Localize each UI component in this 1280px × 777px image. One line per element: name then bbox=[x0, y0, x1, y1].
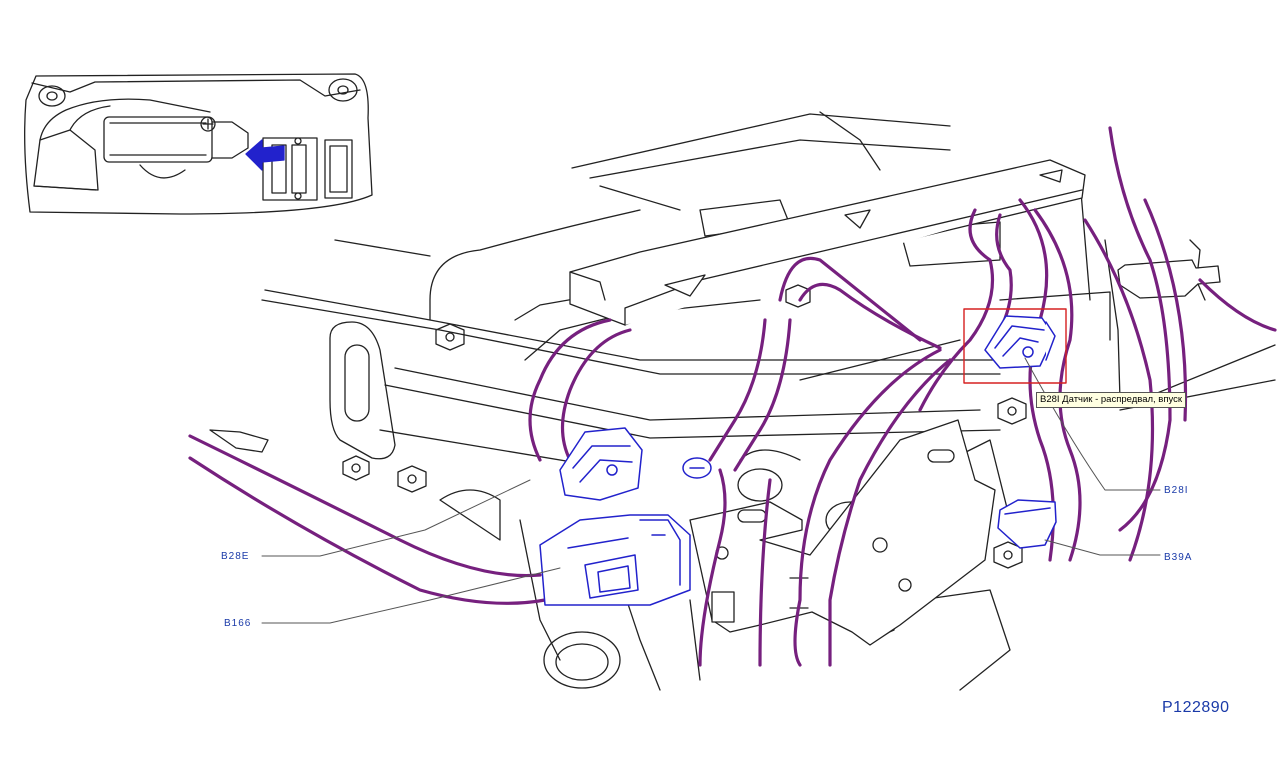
connector-b39a bbox=[997, 499, 1057, 549]
hotspot-b166[interactable] bbox=[538, 512, 694, 608]
intake-rail bbox=[569, 159, 1086, 326]
harness-clip bbox=[209, 239, 1221, 453]
figure-id: P122890 bbox=[1162, 699, 1230, 716]
callout-b166[interactable]: B166 bbox=[224, 618, 252, 629]
hotspot-b39a[interactable] bbox=[995, 496, 1059, 552]
wiring-harness bbox=[188, 126, 1277, 667]
callout-b28i[interactable]: B28I bbox=[1164, 485, 1189, 496]
inset-detail-view bbox=[24, 73, 373, 215]
connector-b28e bbox=[559, 427, 712, 501]
component-tooltip: B28I Датчик - распредвал, впуск bbox=[1036, 392, 1187, 408]
lifting-eye bbox=[329, 321, 396, 460]
hotspot-b28i[interactable] bbox=[980, 312, 1060, 372]
lower-engine bbox=[439, 439, 1011, 691]
leader-lines bbox=[261, 357, 1161, 624]
connector-b28i bbox=[984, 315, 1056, 369]
mounting-bracket bbox=[689, 419, 996, 646]
connector-b166 bbox=[539, 514, 691, 606]
insert-arrow-icon bbox=[245, 139, 285, 171]
callout-b39a[interactable]: B39A bbox=[1164, 552, 1193, 563]
callout-b28e[interactable]: B28E bbox=[221, 551, 250, 562]
highlight-box bbox=[963, 308, 1067, 384]
hotspot-b28e[interactable] bbox=[555, 425, 645, 505]
connector-components bbox=[539, 315, 1057, 606]
